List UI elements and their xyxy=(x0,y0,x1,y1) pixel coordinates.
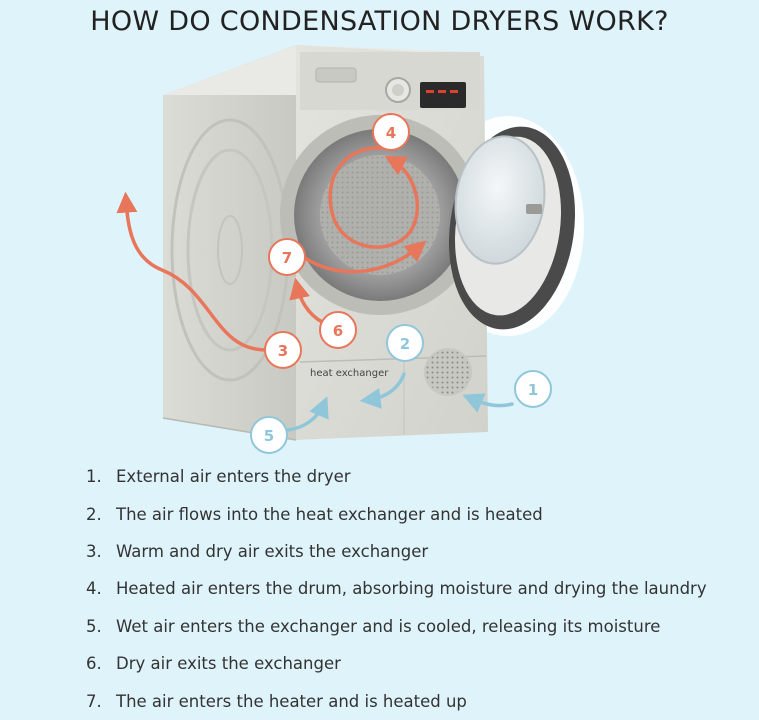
list-item: 7. The air enters the heater and is heate… xyxy=(86,682,707,719)
step-marker-7: 7 xyxy=(268,238,306,276)
step-marker-5: 5 xyxy=(250,416,288,454)
step-marker-1: 1 xyxy=(514,370,552,408)
step-number: 2. xyxy=(86,504,102,524)
step-text: The air flows into the heat exchanger an… xyxy=(116,504,543,524)
marker-label: 3 xyxy=(278,342,288,360)
arrow-exhaust-up xyxy=(116,191,268,352)
list-item: 2. The air flows into the heat exchanger … xyxy=(86,495,707,532)
marker-label: 7 xyxy=(282,249,292,267)
step-text: The air enters the heater and is heated … xyxy=(116,691,467,711)
dryer-side-panel xyxy=(163,45,296,440)
step-number: 6. xyxy=(86,654,102,674)
arrow-into-exchanger xyxy=(359,372,406,409)
step-marker-4: 4 xyxy=(372,113,410,151)
dryer-illustration: heat exchanger 1 2 3 4 5 6 7 xyxy=(116,45,584,454)
steps-list: 1. External air enters the dryer 2. The ai… xyxy=(86,458,707,720)
arrow-drum-loop xyxy=(328,146,420,249)
list-item: 1. External air enters the dryer xyxy=(86,458,707,495)
marker-label: 5 xyxy=(264,427,274,445)
air-intake-grille xyxy=(424,348,472,396)
step-text: Warm and dry air exits the exchanger xyxy=(116,541,429,561)
arrow-intake xyxy=(462,393,514,413)
marker-label: 1 xyxy=(528,381,538,399)
page-title: HOW DO CONDENSATION DRYERS WORK? xyxy=(90,6,669,37)
arrow-into-drum xyxy=(303,240,427,274)
marker-label: 2 xyxy=(400,335,410,353)
step-text: External air enters the dryer xyxy=(116,467,351,487)
marker-label: 6 xyxy=(333,322,343,340)
step-number: 5. xyxy=(86,616,102,636)
step-number: 4. xyxy=(86,579,102,599)
heat-exchanger-label: heat exchanger xyxy=(310,368,389,379)
marker-label: 4 xyxy=(386,124,396,142)
step-marker-3: 3 xyxy=(264,331,302,369)
dryer-door xyxy=(448,126,576,330)
list-item: 5. Wet air enters the exchanger and is co… xyxy=(86,608,707,645)
step-marker-6: 6 xyxy=(319,311,357,349)
step-text: Dry air exits the exchanger xyxy=(116,654,341,674)
list-item: 3. Warm and dry air exits the exchanger xyxy=(86,533,707,570)
step-text: Wet air enters the exchanger and is cool… xyxy=(116,616,661,636)
arrow-exchanger-out xyxy=(289,277,324,324)
step-marker-2: 2 xyxy=(386,324,424,362)
step-text: Heated air enters the drum, absorbing mo… xyxy=(116,579,707,599)
step-number: 3. xyxy=(86,541,102,561)
arrow-wet-air xyxy=(286,396,329,432)
step-number: 7. xyxy=(86,691,102,711)
list-item: 4. Heated air enters the drum, absorbing … xyxy=(86,570,707,607)
step-number: 1. xyxy=(86,467,102,487)
warm-airflow-arrows xyxy=(116,146,427,352)
cool-airflow-arrows xyxy=(286,372,514,432)
list-item: 6. Dry air exits the exchanger xyxy=(86,645,707,682)
